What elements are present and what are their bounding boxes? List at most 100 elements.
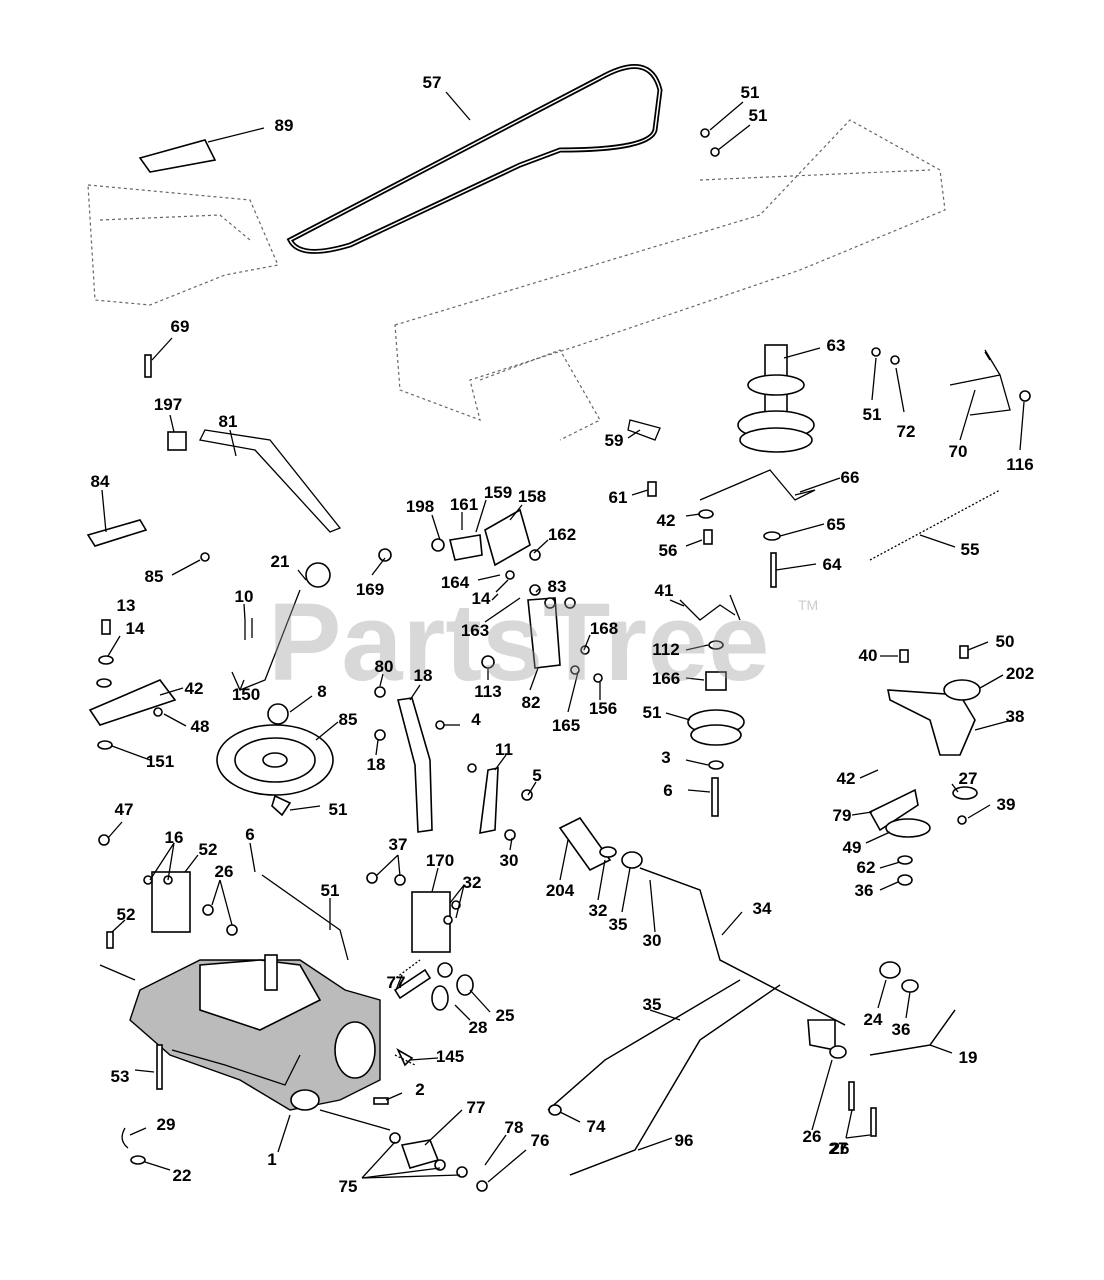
callout-81: 81 [219,412,238,431]
callout-85: 85 [145,567,164,586]
callout-47: 47 [115,800,134,819]
part-62-tube [558,816,612,872]
part-63-pulley [737,344,815,453]
callout-83: 83 [548,577,567,596]
callout-84: 84 [91,472,110,491]
callout-150: 150 [232,685,260,704]
callout-75: 75 [339,1177,358,1196]
part-40-spacer [705,671,727,691]
callout-51: 51 [321,881,340,900]
callout-6: 6 [245,825,254,844]
callout-27: 27 [829,1139,848,1158]
callout-113: 113 [474,682,501,701]
callout-170: 170 [426,851,454,870]
callout-26: 26 [803,1127,822,1146]
part-84-link [86,519,148,547]
part-3-pulley [216,724,334,796]
callout-53: 53 [111,1067,130,1086]
part-113-bracket [396,697,433,833]
callout-25: 25 [496,1006,515,1025]
callout-2: 2 [415,1080,424,1099]
callout-35: 35 [609,915,628,934]
callout-6: 6 [663,781,672,800]
callout-158: 158 [518,487,546,506]
part-55-spring [869,489,1001,561]
callout-72: 72 [897,422,916,441]
callout-168: 168 [590,619,618,638]
callout-52: 52 [199,840,218,859]
callout-156: 156 [589,699,617,718]
callout-21: 21 [271,552,290,571]
callout-161: 161 [450,495,478,514]
callout-32: 32 [463,873,482,892]
callout-13: 13 [117,596,136,615]
part-70-bracket [949,349,1011,416]
callout-69: 69 [171,317,190,336]
callout-36: 36 [855,881,874,900]
callout-56: 56 [659,541,678,560]
callout-35: 35 [643,995,662,1014]
callout-40: 40 [859,646,878,665]
part-165-bracket [527,597,561,669]
part-8-lever [231,589,301,691]
callout-66: 66 [841,468,860,487]
callout-204: 204 [546,881,575,900]
callout-51: 51 [749,106,768,125]
callout-78: 78 [505,1118,524,1137]
callout-197: 197 [154,395,182,414]
callout-1: 1 [267,1150,276,1169]
part-41-bracket [679,594,741,621]
callout-198: 198 [406,497,434,516]
callout-11: 11 [495,740,513,759]
part-89-shape [138,139,217,173]
hardware-parts [96,128,1031,1165]
callout-145: 145 [436,1047,464,1066]
callout-169: 169 [356,580,384,599]
callout-28: 28 [469,1018,488,1037]
part-158-bracket [484,508,531,567]
callout-42: 42 [657,511,676,530]
callout-24: 24 [864,1010,883,1029]
callout-51: 51 [863,405,882,424]
callout-3: 3 [661,748,670,767]
callout-26: 26 [215,862,234,881]
callout-76: 76 [531,1131,550,1150]
part-47-pulley [885,818,931,838]
part-81-rod [199,429,342,533]
callout-62: 62 [857,858,876,877]
callout-77: 77 [387,973,406,992]
callout-49: 49 [843,838,862,857]
callout-65: 65 [827,515,846,534]
watermark-trademark: TM [798,597,818,613]
drive-belt [286,63,663,254]
callout-85: 85 [339,710,358,729]
callout-30: 30 [500,851,519,870]
callout-4: 4 [471,710,481,729]
callout-27: 27 [959,769,978,788]
callout-22: 22 [173,1166,192,1185]
part-74-spacer [400,1139,440,1169]
callout-80: 80 [375,657,394,676]
part-80-plate [88,679,177,726]
callout-151: 151 [146,752,174,771]
tractor-frame-outline [87,119,946,441]
part-38-pulley [687,709,745,746]
part-37-rod [639,867,846,1026]
callout-70: 70 [949,442,968,461]
callout-165: 165 [552,716,580,735]
callout-79: 79 [833,806,852,825]
part-150-bearing [943,679,981,701]
callout-18: 18 [414,666,433,685]
callout-42: 42 [837,769,856,788]
callout-51: 51 [329,800,348,819]
callout-50: 50 [996,632,1015,651]
part-5-bracket [479,767,499,835]
callout-42: 42 [185,679,204,698]
part-21-knob [305,562,331,588]
callout-162: 162 [548,525,576,544]
part-1-transaxle [99,954,391,1131]
callout-5: 5 [532,766,541,785]
callout-51: 51 [741,83,760,102]
callout-34: 34 [753,899,772,918]
